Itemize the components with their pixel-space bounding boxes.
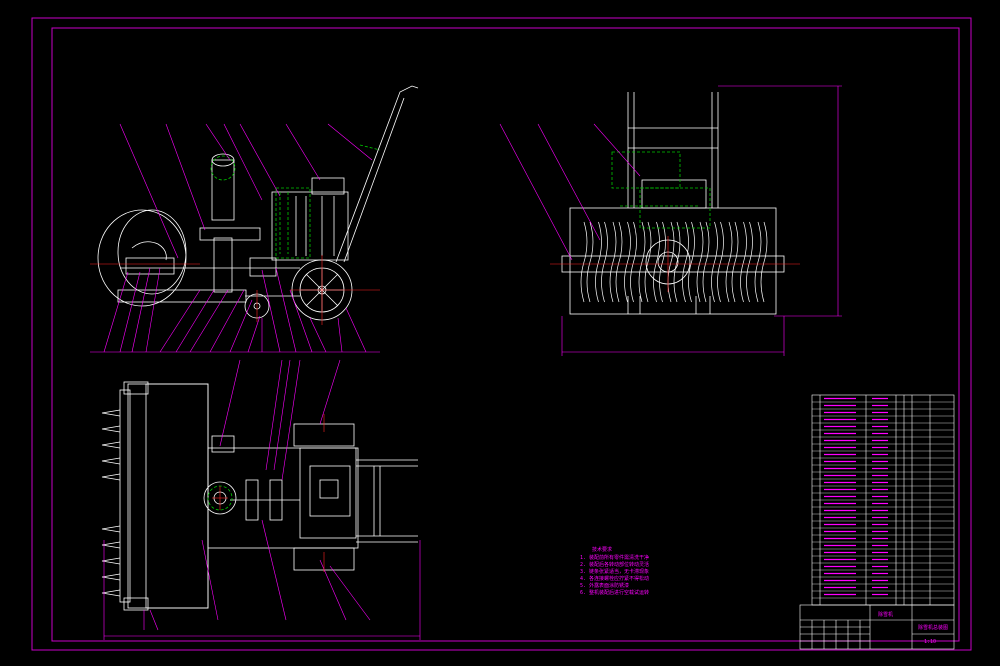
auger-tine [101, 473, 121, 481]
front-view-hidden [611, 151, 711, 229]
auger-blade [580, 221, 588, 303]
auger-blade [638, 221, 646, 303]
auger-blade-edge [702, 221, 710, 303]
auger-blade-edge [760, 221, 768, 303]
side-view-hidden [210, 144, 381, 259]
top-view-labels [103, 359, 421, 640]
note-line-6: 6. 整机装配后进行空载试运转 [580, 589, 649, 596]
top-view [119, 381, 418, 611]
title-block-text: 除雪机 除雪机总装图 1:10 [878, 611, 948, 645]
auger-blade-edge [644, 221, 652, 303]
front-view-centerlines [550, 236, 800, 292]
auger-blade-edge [731, 221, 739, 303]
top-view-tines [101, 409, 121, 597]
note-line-3: 3. 链条张紧适当，无卡滞现象 [580, 568, 649, 575]
auger-blade [740, 221, 747, 303]
technical-notes: 技术要求 1. 装配前所有零件需清洗干净 2. 装配后各转动部位转动灵活 3. … [580, 546, 649, 596]
auger-blade [682, 221, 689, 303]
auger-tine [101, 525, 121, 533]
auger-blade [725, 221, 733, 303]
auger-blade [711, 221, 718, 303]
parts-list-rows [812, 397, 954, 599]
auger-tine [101, 425, 121, 433]
auger-blade-edge [688, 221, 695, 303]
auger-blade [696, 221, 704, 303]
auger-tine [101, 589, 121, 597]
auger-blade-edge [601, 221, 608, 303]
auger-tine [101, 457, 121, 465]
auger-blade [609, 221, 617, 303]
auger-blade-edge [586, 221, 594, 303]
note-line-4: 4. 各连接螺栓应拧紧不得松动 [580, 575, 649, 582]
auger-tine [101, 409, 121, 417]
auger-blade-edge [615, 221, 623, 303]
side-view-centerlines [90, 255, 380, 325]
inner-frame [51, 27, 960, 642]
top-view-centerlines [212, 414, 325, 572]
title-block [799, 604, 955, 650]
auger-blade [653, 221, 660, 303]
front-view-dimensions [499, 85, 842, 356]
auger-blade [595, 221, 602, 303]
auger-blade-edge [746, 221, 753, 303]
note-line-2: 2. 装配后各转动部位转动灵活 [580, 561, 649, 568]
auger-blade-edge [630, 221, 637, 303]
auger-blade [754, 221, 762, 303]
drawing-scale: 1:10 [924, 639, 936, 645]
side-view [97, 85, 419, 321]
auger-blade-edge [659, 221, 666, 303]
note-line-1: 1. 装配前所有零件需清洗干净 [580, 554, 649, 561]
auger-blade [624, 221, 631, 303]
drawing-title: 除雪机总装图 [918, 624, 948, 631]
title-header-cell: 除雪机 [878, 611, 893, 618]
side-view-leaders [90, 123, 380, 353]
auger-tine [101, 541, 121, 549]
outer-frame [31, 17, 972, 651]
auger-blades [580, 221, 768, 303]
auger-blade-edge [673, 221, 681, 303]
auger-blade-edge [717, 221, 724, 303]
auger-tine [101, 441, 121, 449]
notes-title: 技术要求 [592, 546, 612, 553]
auger-blade [667, 221, 675, 303]
auger-tine [101, 573, 121, 581]
auger-tine [101, 557, 121, 565]
note-line-5: 5. 外露表面涂防锈漆 [580, 582, 629, 589]
